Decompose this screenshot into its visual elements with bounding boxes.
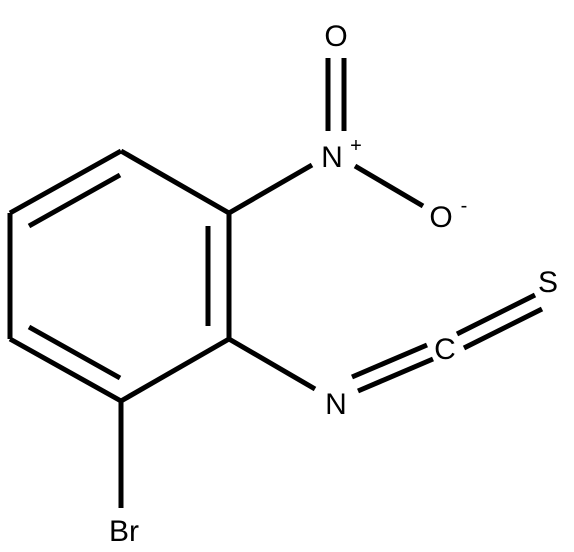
benzene-ring <box>7 148 232 404</box>
bond-ring-to-nitro-nitrogen <box>227 162 314 216</box>
bond-ring-to-isothiocyanate-nitrogen <box>227 336 317 392</box>
nitro-nitrogen-charge: + <box>350 135 362 157</box>
bond-c-s-double-upper <box>455 292 537 337</box>
atom-labels: O N + O - N C S Br <box>109 20 558 548</box>
bond-n-c-double-upper <box>351 342 428 380</box>
bond-c-s-double-lower <box>462 306 544 351</box>
ring-bond-c1-c2 <box>119 148 231 216</box>
ring-bond-c2-c3-inner <box>27 172 122 229</box>
ring-bond-c5-c6 <box>119 336 231 404</box>
nitro-nitrogen-label: N <box>321 141 343 174</box>
ring-bond-c4-c5-inner <box>27 324 122 381</box>
bromine-label: Br <box>109 515 139 548</box>
isothiocyanate-nitrogen-label: N <box>325 388 347 421</box>
ring-bond-c2-c3 <box>8 148 123 216</box>
oxygen-top-label: O <box>324 20 347 53</box>
oxygen-anion-label: O <box>429 201 452 234</box>
sulfur-label: S <box>538 266 558 299</box>
oxygen-anion-charge: - <box>461 195 468 217</box>
bond-n-c-double-lower <box>357 356 434 394</box>
isothiocyanate-carbon-label: C <box>434 333 456 366</box>
substituent-bonds <box>118 58 544 508</box>
bond-nitro-n-o-single <box>353 163 425 209</box>
ring-bond-c4-c5 <box>8 336 123 404</box>
